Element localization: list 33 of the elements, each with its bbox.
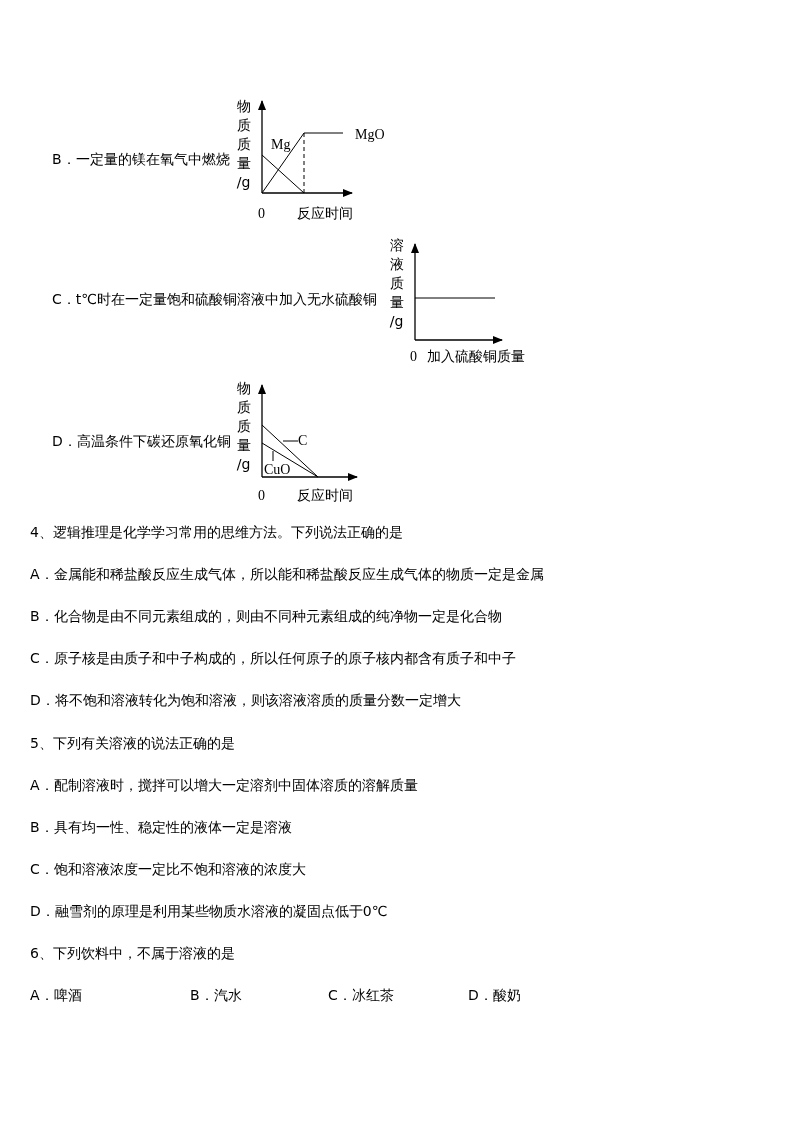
option-text: A．啤酒: [30, 986, 82, 1004]
option-text: C．饱和溶液浓度一定比不饱和溶液的浓度大: [30, 860, 306, 878]
option-text: C．原子核是由质子和中子构成的，所以任何原子的原子核内都含有质子和中子: [30, 649, 516, 667]
leader-line: [272, 450, 274, 462]
axis-origin-label: 0: [410, 348, 417, 366]
axis-label: 反应时间: [297, 486, 353, 504]
option-text: C．t℃时在一定量饱和硫酸铜溶液中加入无水硫酸铜: [52, 290, 377, 308]
axis-label: 溶液质量/g: [389, 236, 404, 331]
option-text: C．冰红茶: [328, 986, 394, 1004]
axis-label: 物质质量/g: [236, 97, 251, 192]
option-text: B．化合物是由不同元素组成的，则由不同种元素组成的纯净物一定是化合物: [30, 607, 502, 625]
option-text: A．配制溶液时，搅拌可以增大一定溶剂中固体溶质的溶解质量: [30, 776, 418, 794]
option-text: B．一定量的镁在氧气中燃烧: [52, 150, 230, 168]
axis-origin-label: 0: [258, 487, 265, 505]
axis-label: 反应时间: [297, 204, 353, 222]
option-text: B．具有均一性、稳定性的液体一定是溶液: [30, 818, 292, 836]
curve-label: Mg: [271, 136, 291, 154]
axis-label: 物质质量/g: [236, 379, 251, 474]
leader-line: [282, 440, 299, 442]
axis-origin-label: 0: [258, 205, 265, 223]
curve-label: C: [298, 432, 308, 450]
question-text: 6、下列饮料中，不属于溶液的是: [30, 944, 235, 962]
question-text: 4、逻辑推理是化学学习常用的思维方法。下列说法正确的是: [30, 523, 403, 541]
axis-label: 加入硫酸铜质量: [427, 347, 525, 365]
curve-label: CuO: [264, 461, 291, 479]
option-text: D．将不饱和溶液转化为饱和溶液，则该溶液溶质的质量分数一定增大: [30, 691, 461, 709]
option-text: B．汽水: [190, 986, 242, 1004]
question-text: 5、下列有关溶液的说法正确的是: [30, 734, 235, 752]
curve-label: MgO: [355, 126, 385, 144]
option-text: A．金属能和稀盐酸反应生成气体，所以能和稀盐酸反应生成气体的物质一定是金属: [30, 565, 544, 583]
option-text: D．融雪剂的原理是利用某些物质水溶液的凝固点低于0℃: [30, 902, 388, 920]
option-text: D．高温条件下碳还原氧化铜: [52, 432, 231, 450]
option-text: D．酸奶: [468, 986, 521, 1004]
